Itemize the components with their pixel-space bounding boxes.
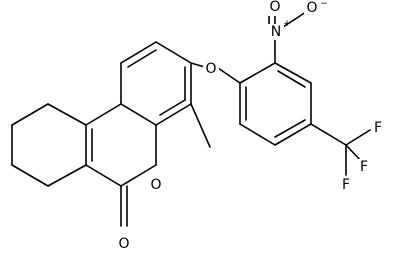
bond <box>345 129 371 146</box>
bond <box>274 119 306 138</box>
nitro-oxygen-single-label: O <box>306 0 317 16</box>
atom-labels: O O O N + O O − F F F <box>116 0 385 252</box>
ring-oxygen-label: O <box>150 177 161 193</box>
bond <box>11 103 49 126</box>
trifluoromethyl-group <box>310 123 371 176</box>
cyclohexene-ring <box>11 103 93 187</box>
bond <box>310 123 347 146</box>
bond <box>190 103 211 148</box>
nitro-oxygen-double-label: O <box>269 0 280 15</box>
bond <box>159 99 186 116</box>
bond <box>120 103 157 126</box>
bond <box>85 103 122 126</box>
nitro-oxygen-charge: − <box>320 0 328 9</box>
bond <box>155 41 192 64</box>
bond <box>282 11 307 28</box>
ether-oxygen-label: O <box>205 61 216 77</box>
bond <box>217 67 241 84</box>
bond <box>239 123 276 146</box>
bond <box>274 62 312 84</box>
bond <box>120 41 157 64</box>
lactone-ring <box>85 103 157 227</box>
fluorine-label: F <box>374 120 382 136</box>
nitro-nitrogen-charge: + <box>283 19 291 29</box>
bond <box>155 103 192 126</box>
bond <box>277 70 306 88</box>
bond <box>11 164 49 187</box>
bond <box>239 62 276 84</box>
carbonyl-oxygen-label: O <box>118 236 129 252</box>
bond <box>120 164 157 187</box>
nitrophenyl-ring <box>239 62 312 146</box>
bond <box>47 164 87 187</box>
nitro-nitrogen-label: N <box>271 24 281 40</box>
bond <box>274 123 312 146</box>
fluorine-label: F <box>360 159 368 175</box>
bond <box>127 49 157 68</box>
bond <box>47 103 87 126</box>
bond <box>85 164 122 187</box>
benzo-ring <box>120 41 211 148</box>
fluorine-label: F <box>342 177 350 193</box>
